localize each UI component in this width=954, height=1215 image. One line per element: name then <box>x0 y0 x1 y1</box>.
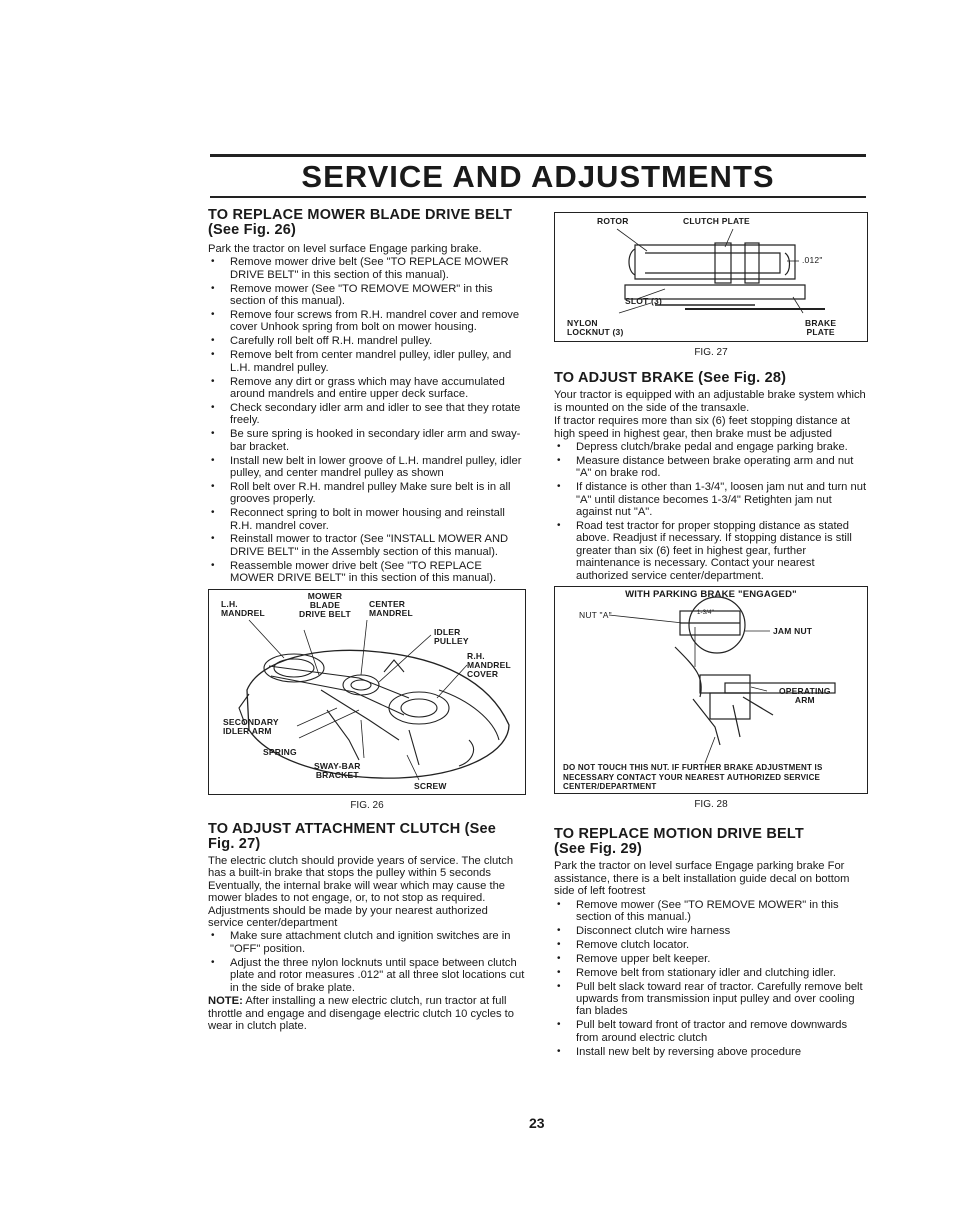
section-intro: Park the tractor on level surface Engage… <box>554 860 850 898</box>
list-item: Depress clutch/brake pedal and engage pa… <box>554 441 868 454</box>
list-item: Road test tractor for proper stopping di… <box>554 520 868 582</box>
figure-28-header: WITH PARKING BRAKE "ENGAGED" <box>625 589 797 600</box>
label-jam-nut: JAM NUT <box>773 626 813 636</box>
list-item: Check secondary idler arm and idler to s… <box>208 402 526 427</box>
section-paragraph: Your tractor is equipped with an adjusta… <box>554 389 866 414</box>
figure-27-caption: FIG. 27 <box>694 347 728 358</box>
title-rule-top <box>210 154 866 157</box>
list-item: Remove upper belt keeper. <box>554 953 868 966</box>
label-lh-mandrel: L.H. MANDREL <box>221 598 265 618</box>
list-item: Reassemble mower drive belt (See "TO REP… <box>208 560 526 585</box>
list-item: Remove any dirt or grass which may have … <box>208 376 526 401</box>
bullet-list-adjust-clutch: Make sure attachment clutch and ignition… <box>208 930 526 994</box>
bullet-list-replace-motion-belt: Remove mower (See "TO REMOVE MOWER" in t… <box>554 899 868 1059</box>
list-item: If distance is other than 1-3/4", loosen… <box>554 481 868 518</box>
list-item: Make sure attachment clutch and ignition… <box>208 930 526 955</box>
list-item: Install new belt by reversing above proc… <box>554 1046 868 1059</box>
list-item: Disconnect clutch wire harness <box>554 925 868 938</box>
page-title: SERVICE AND ADJUSTMENTS <box>301 159 775 194</box>
list-item: Remove mower (See "TO REMOVE MOWER" in t… <box>208 283 526 308</box>
figure-28-brake-diagram: WITH PARKING BRAKE "ENGAGED" <box>554 586 868 794</box>
label-center-mandrel: CENTER MANDREL <box>369 598 413 618</box>
title-rule-bottom <box>210 196 866 198</box>
heading-text: TO ADJUST ATTACHMENT CLUTCH (See <box>208 820 497 837</box>
list-item: Measure distance between brake operating… <box>554 455 868 480</box>
list-item: Remove mower (See "TO REMOVE MOWER" in t… <box>554 899 868 924</box>
label-nylon-locknut: NYLON LOCKNUT (3) <box>567 318 624 337</box>
list-item: Pull belt slack toward rear of tractor. … <box>554 981 868 1018</box>
note-label: NOTE: <box>208 995 243 1008</box>
note-text: After installing a new electric clutch, … <box>208 995 514 1033</box>
mower-deck-illustration <box>238 619 510 780</box>
list-item: Reconnect spring to bolt in mower housin… <box>208 507 526 532</box>
list-item: Carefully roll belt off R.H. mandrel pul… <box>208 335 526 348</box>
label-sway-bar-bracket: SWAY-BAR BRACKET <box>314 760 361 780</box>
figure-26-caption: FIG. 26 <box>350 799 384 811</box>
label-dimension: 1-3/4" <box>697 610 715 616</box>
heading-subtext: Fig. 27) <box>208 835 261 852</box>
list-item: Remove belt from center mandrel pulley, … <box>208 349 526 374</box>
list-item: Reinstall mower to tractor (See "INSTALL… <box>208 533 526 558</box>
section-heading-replace-motion-belt: TO REPLACE MOTION DRIVE BELT (See Fig. 2… <box>554 827 868 857</box>
left-column: TO REPLACE MOWER BLADE DRIVE BELT (See F… <box>208 208 526 1034</box>
label-spring: SPRING <box>263 746 297 757</box>
label-nut-a: NUT "A" <box>579 610 612 620</box>
list-item: Remove belt from stationary idler and cl… <box>554 967 868 980</box>
list-item: Install new belt in lower groove of L.H.… <box>208 455 526 480</box>
figure-27-clutch-diagram: ROTOR CLUTCH PLATE .012" SLOT (3) NYLON … <box>554 212 868 342</box>
label-gap: .012" <box>802 255 823 265</box>
heading-text: TO REPLACE MOWER BLADE DRIVE BELT <box>208 207 513 223</box>
label-idler-pulley: IDLER PULLEY <box>434 626 469 646</box>
label-mower-blade-drive-belt: MOWER BLADE DRIVE BELT <box>299 590 351 619</box>
bullet-list-replace-mower-belt: Remove mower drive belt (See "TO REPLACE… <box>208 256 526 584</box>
page-number: 23 <box>529 1115 545 1131</box>
label-secondary-idler-arm: SECONDARY IDLER ARM <box>223 716 279 736</box>
heading-subtext: (See Fig. 26) <box>208 222 297 238</box>
label-screw: SCREW <box>414 780 447 791</box>
label-slot: SLOT (3) <box>625 296 663 306</box>
section-intro: The electric clutch should provide years… <box>208 854 514 929</box>
label-rotor: ROTOR <box>597 216 629 226</box>
figure-26-mower-deck-diagram: L.H. MANDREL MOWER BLADE DRIVE BELT CENT… <box>208 588 526 795</box>
note-paragraph: NOTE: After installing a new electric cl… <box>208 995 526 1032</box>
figure-28-caption: FIG. 28 <box>694 799 728 810</box>
figure-28-warning: DO NOT TOUCH THIS NUT. IF FURTHER BRAKE … <box>563 763 823 791</box>
heading-text: TO REPLACE MOTION DRIVE BELT <box>554 826 804 843</box>
brake-illustration <box>608 596 836 764</box>
list-item: Remove four screws from R.H. mandrel cov… <box>208 309 526 334</box>
clutch-illustration <box>616 228 825 314</box>
label-clutch-plate: CLUTCH PLATE <box>683 216 750 226</box>
label-operating-arm: OPERATING ARM <box>779 686 831 705</box>
list-item: Adjust the three nylon locknuts until sp… <box>208 957 526 994</box>
list-item: Remove clutch locator. <box>554 939 868 952</box>
section-intro: Park the tractor on level surface Engage… <box>208 243 482 255</box>
list-item: Pull belt toward front of tractor and re… <box>554 1019 868 1044</box>
label-rh-mandrel-cover: R.H. MANDREL COVER <box>467 650 511 679</box>
right-column: ROTOR CLUTCH PLATE .012" SLOT (3) NYLON … <box>554 208 868 1060</box>
list-item: Roll belt over R.H. mandrel pulley Make … <box>208 481 526 506</box>
section-paragraph: If tractor requires more than six (6) fe… <box>554 415 850 440</box>
list-item: Remove mower drive belt (See "TO REPLACE… <box>208 256 526 281</box>
section-heading-adjust-clutch: TO ADJUST ATTACHMENT CLUTCH (See Fig. 27… <box>208 820 526 852</box>
section-heading-replace-mower-belt: TO REPLACE MOWER BLADE DRIVE BELT (See F… <box>208 208 526 238</box>
section-heading-adjust-brake: TO ADJUST BRAKE (See Fig. 28) <box>554 370 787 387</box>
bullet-list-adjust-brake: Depress clutch/brake pedal and engage pa… <box>554 441 868 582</box>
list-item: Be sure spring is hooked in secondary id… <box>208 428 526 453</box>
label-brake-plate: BRAKE PLATE <box>805 318 837 337</box>
heading-subtext: (See Fig. 29) <box>554 841 643 858</box>
